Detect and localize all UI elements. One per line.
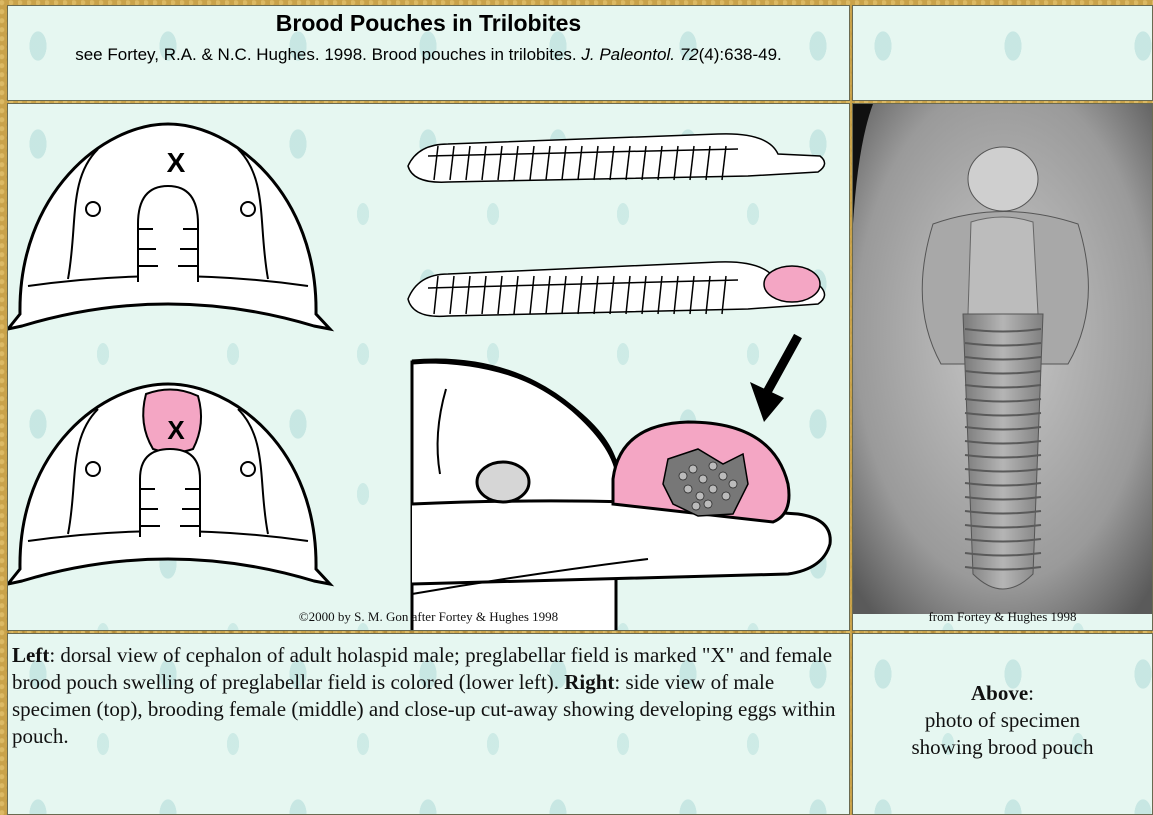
trilobite-diagram: X X [8,104,850,631]
citation: see Fortey, R.A. & N.C. Hughes. 1998. Br… [48,43,809,66]
marker-x-upper: X [167,147,186,178]
citation-pages: (4):638-49. [699,45,782,64]
page-title: Brood Pouches in Trilobites [8,10,849,37]
eye-lens [477,462,529,502]
above-colon: : [1028,681,1034,705]
cephalon-female-drawing [8,384,330,584]
side-view-female [408,262,825,317]
above-label: Above [971,681,1028,705]
marker-x-lower: X [167,415,185,445]
above-cell: Above: photo of specimen showing brood p… [852,633,1153,815]
above-line-3: showing brood pouch [912,735,1094,759]
citation-volume: 72 [680,45,699,64]
arrow-icon [750,336,798,422]
above-caption: Above: photo of specimen showing brood p… [853,680,1152,761]
citation-authors: see Fortey, R.A. & N.C. Hughes. 1998. Br… [75,45,581,64]
figure-cell: X X [7,103,850,631]
citation-journal: J. Paleontol. [581,45,675,64]
caption-text: Left: dorsal view of cephalon of adult h… [12,642,841,750]
figure-credit: ©2000 by S. M. Gon after Fortey & Hughes… [8,609,849,625]
caption-right-label: Right [564,670,614,694]
brood-pouch-side [764,266,820,302]
photo-cell: from Fortey & Hughes 1998 [852,103,1153,631]
top-right-cell [852,5,1153,101]
side-view-male [408,134,825,182]
title-cell: Brood Pouches in Trilobites see Fortey, … [7,5,850,101]
photo-credit: from Fortey & Hughes 1998 [853,609,1152,625]
caption-left-label: Left [12,643,49,667]
above-line-2: photo of specimen [925,708,1080,732]
specimen-photo [853,104,1153,614]
caption-cell: Left: dorsal view of cephalon of adult h… [7,633,850,815]
